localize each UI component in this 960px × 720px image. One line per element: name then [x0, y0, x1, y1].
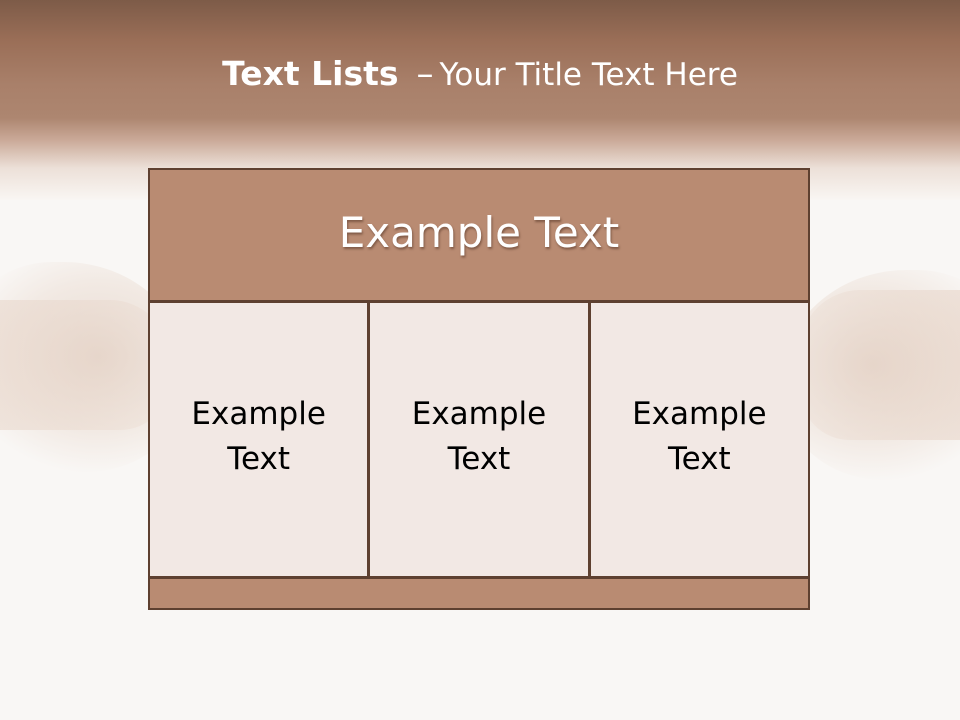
table-cell-1[interactable]: Example Text [150, 303, 368, 576]
title-subtitle: Your Title Text Here [439, 57, 738, 93]
table-header[interactable]: Example Text [150, 170, 808, 303]
slide-title[interactable]: Text Lists–Your Title Text Here [0, 52, 960, 97]
title-bold: Text Lists [222, 54, 399, 93]
header-band [0, 0, 960, 200]
table-cells: Example Text Example Text Example Text [150, 303, 808, 576]
table-cell-3[interactable]: Example Text [587, 303, 808, 576]
title-separator: – [416, 54, 434, 94]
table-footer[interactable] [150, 576, 808, 608]
cell-text: Example Text [191, 395, 326, 477]
table-cell-2[interactable]: Example Text [367, 303, 588, 576]
table-header-text: Example Text [338, 207, 620, 257]
cell-text: Example Text [632, 395, 767, 477]
cell-text: Example Text [411, 395, 547, 477]
text-list-table: Example Text Example Text Example Text E… [148, 168, 810, 610]
